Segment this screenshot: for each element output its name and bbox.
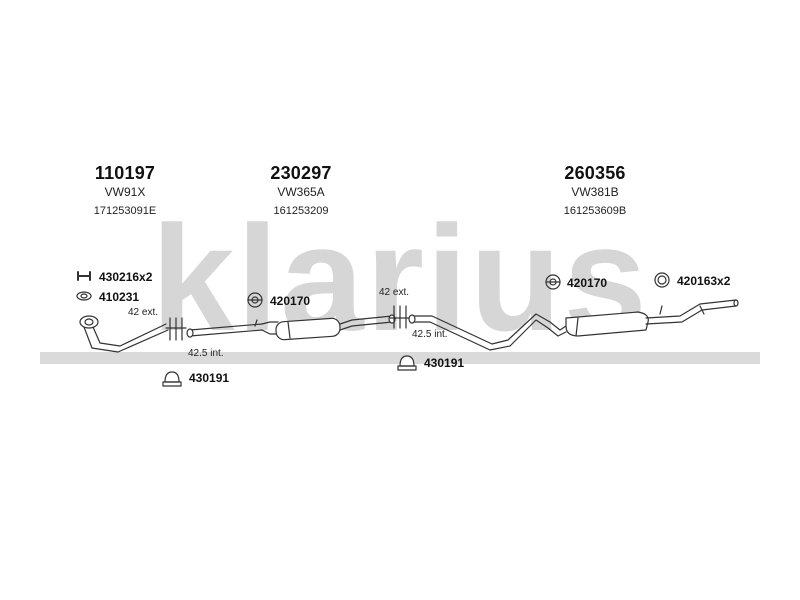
- ring-420163-icon[interactable]: [654, 272, 670, 288]
- label-430216: 430216x2: [99, 270, 153, 284]
- rear-silencer-260356[interactable]: [408, 299, 739, 351]
- part-ref-3: VW381B: [571, 185, 619, 199]
- label-430191-a: 430191: [189, 371, 230, 385]
- label-420170-b: 420170: [567, 276, 608, 290]
- dim-int-a: 42.5 int.: [188, 348, 224, 359]
- mount-420170-icon-b[interactable]: [545, 274, 561, 290]
- part-oem-1: 171253091E: [93, 205, 157, 217]
- part-code-3: 260356: [564, 163, 626, 183]
- part-ref-1: VW91X: [104, 185, 146, 199]
- label-430191-b: 430191: [424, 356, 465, 370]
- part-code-1: 110197: [94, 163, 156, 183]
- mount-420170-icon-a[interactable]: [247, 292, 263, 308]
- part-oem-2: 161253209: [273, 205, 329, 217]
- joint-1-hatch: [165, 317, 187, 341]
- part-code-2: 230297: [270, 163, 332, 183]
- dim-ext-b: 42 ext.: [379, 287, 410, 298]
- clamp-430191-icon-b[interactable]: [397, 355, 417, 371]
- front-pipe-110197[interactable]: [79, 315, 169, 353]
- label-420163: 420163x2: [677, 274, 731, 288]
- middle-silencer-230297[interactable]: [186, 314, 396, 341]
- dim-int-b: 42.5 int.: [412, 329, 448, 340]
- dim-ext-a: 42 ext.: [128, 307, 159, 318]
- clamp-430216-icon[interactable]: [77, 271, 91, 281]
- part-ref-2: VW365A: [277, 185, 325, 199]
- label-410231: 410231: [99, 290, 140, 304]
- label-420170-a: 420170: [270, 294, 311, 308]
- gasket-410231-icon[interactable]: [76, 291, 92, 301]
- clamp-430191-icon-a[interactable]: [162, 371, 182, 387]
- joint-2-hatch: [389, 305, 411, 329]
- part-oem-3: 161253609B: [563, 205, 627, 217]
